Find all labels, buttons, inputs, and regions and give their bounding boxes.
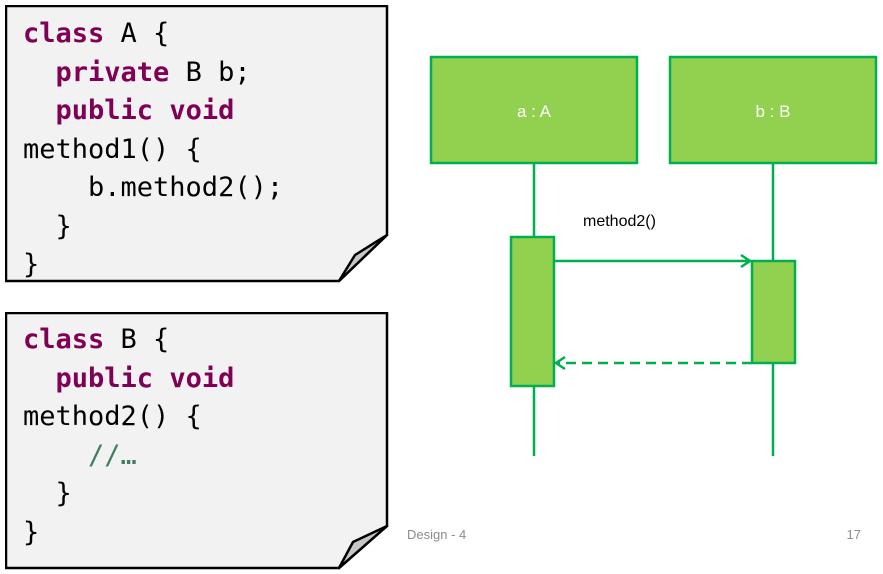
code-text: } xyxy=(23,516,40,548)
code-comment: //… xyxy=(88,439,137,471)
code-line: public void xyxy=(23,362,235,394)
code-line: } xyxy=(23,478,72,509)
note-fold-icon xyxy=(337,233,389,283)
participant-a: a : A xyxy=(429,55,639,165)
code-keyword: public xyxy=(55,362,154,394)
slide-page-number: 17 xyxy=(846,527,861,542)
participant-a-box xyxy=(429,55,639,165)
code-keyword: class xyxy=(23,324,105,355)
class-a-code: class A { private B b; public void metho… xyxy=(23,15,283,285)
message-label: method2() xyxy=(583,213,656,230)
activation-bar-a xyxy=(509,235,556,388)
activation-bar-b xyxy=(750,259,797,365)
participant-b-label: b : B xyxy=(756,102,791,121)
code-text: A { xyxy=(104,18,170,49)
code-line: public void xyxy=(23,95,235,126)
code-keyword: void xyxy=(169,362,235,394)
code-keyword: class xyxy=(23,18,105,49)
participant-b-box xyxy=(668,55,878,165)
code-text: } xyxy=(23,249,40,280)
note-fold-icon xyxy=(337,524,389,570)
code-keyword: public xyxy=(55,95,154,126)
code-line: } xyxy=(23,517,39,548)
code-line: class A { xyxy=(23,18,169,49)
code-text: } xyxy=(23,210,72,242)
code-keyword: private xyxy=(55,56,170,88)
code-line: class B { xyxy=(23,324,169,355)
code-text: b.method2(); xyxy=(23,172,284,203)
slide-footer-title: Design - 4 xyxy=(407,527,467,542)
class-b-code: class B { public void method2() { //… } … xyxy=(23,321,234,552)
code-line: method1() { xyxy=(23,134,202,165)
participant-a-label: a : A xyxy=(517,102,552,121)
code-line: method2() { xyxy=(23,401,202,432)
code-line: } xyxy=(23,211,72,242)
note-shape xyxy=(5,312,389,570)
code-text: } xyxy=(23,478,72,509)
participant-b: b : B xyxy=(668,55,878,165)
code-line: b.method2(); xyxy=(23,172,283,203)
code-text: method2() { xyxy=(23,401,202,432)
class-b-code-note: class B { public void method2() { //… } … xyxy=(5,312,389,570)
class-a-code-note: class A { private B b; public void metho… xyxy=(5,5,389,283)
code-line: } xyxy=(23,249,39,280)
code-text: method1() { xyxy=(23,133,202,165)
note-shape xyxy=(5,5,389,283)
code-keyword: void xyxy=(169,95,235,126)
code-line: //… xyxy=(23,440,137,471)
code-text: B b; xyxy=(169,56,251,88)
code-text: B { xyxy=(104,324,170,355)
code-line: private B b; xyxy=(23,57,251,88)
